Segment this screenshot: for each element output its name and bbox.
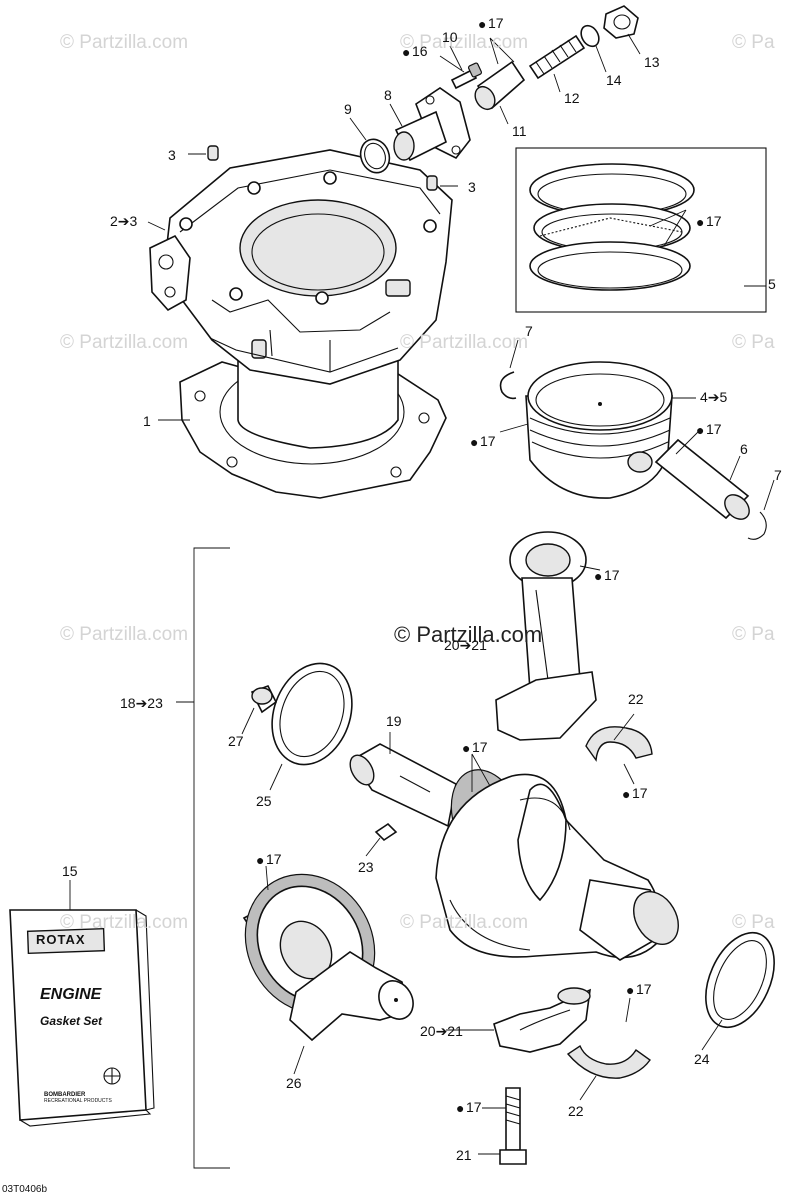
callout-22-a: 22: [628, 691, 644, 707]
tensioner-plug-part: [603, 5, 639, 39]
kit-bracket: [176, 547, 230, 1169]
circlip-left-part: [499, 371, 517, 400]
callout-20-21-a: 20➔21: [444, 637, 487, 653]
watermark: © Pa: [732, 332, 775, 353]
callout-24: 24: [694, 1051, 710, 1067]
piston-pin-part: [654, 438, 750, 520]
gasket-box-brand: ROTAX: [36, 932, 86, 947]
lower-bearing-shell-part: [566, 1044, 651, 1079]
spacer-washer-part: [705, 931, 775, 1029]
callout-7-left: 7: [525, 323, 533, 339]
gasket-box-maker: BOMBARDIER: [44, 1092, 86, 1098]
callout-10: 10: [442, 29, 458, 45]
center-watermark: © Partzilla.com: [394, 622, 543, 647]
oil-drop-icon: ●: [622, 786, 631, 802]
oil-drop-icon: ●: [478, 16, 487, 32]
cylinder-part: [149, 149, 453, 449]
callout-17-f: ●17: [462, 739, 488, 756]
diagram-code: 03T0406b: [2, 1184, 48, 1195]
watermark: © Partzilla.com: [400, 912, 529, 933]
watermark: © Pa: [732, 624, 775, 645]
oil-drop-icon: ●: [470, 434, 479, 450]
oil-drop-icon: ●: [696, 214, 705, 230]
oil-drop-icon: ●: [456, 1100, 465, 1116]
callout-1: 1: [143, 413, 151, 429]
intake-flange-part: [393, 87, 471, 162]
dowel-pin-right-part: [426, 175, 438, 191]
tensioner-spring-part: [528, 34, 586, 80]
watermark: © Partzilla.com: [60, 624, 189, 645]
crankcase-plug-part: [250, 684, 278, 714]
callout-17-e: ●17: [594, 567, 620, 584]
callout-5: 5: [768, 276, 776, 292]
callout-14: 14: [606, 72, 622, 88]
upper-bearing-shell-part: [585, 726, 653, 762]
callout-3-right: 3: [468, 179, 476, 195]
oil-drop-icon: ●: [626, 982, 635, 998]
oil-drop-icon: ●: [256, 852, 265, 868]
callout-18-23: 18➔23: [120, 695, 163, 711]
callout-17-h: ●17: [256, 851, 282, 868]
oil-drop-icon: ●: [462, 740, 471, 756]
rod-cap-part: [493, 987, 591, 1053]
callout-19: 19: [386, 713, 402, 729]
watermark: © Partzilla.com: [60, 332, 189, 353]
callout-2-3: 2➔3: [110, 213, 138, 229]
callout-3-top: 3: [168, 147, 176, 163]
crankshaft-part: [349, 743, 679, 961]
gasket-box-subtitle: Gasket Set: [40, 1014, 103, 1028]
oil-drop-icon: ●: [402, 44, 411, 60]
dowel-pin-top-part: [207, 145, 219, 161]
callout-17-b: ●17: [696, 213, 722, 230]
callout-16: ●16: [402, 43, 428, 60]
watermark: © Pa: [732, 32, 775, 53]
connecting-rod-part: [495, 531, 597, 741]
callout-8: 8: [384, 87, 392, 103]
callout-7-right: 7: [774, 467, 782, 483]
leader-lines: [69, 33, 775, 1155]
callout-22-b: 22: [568, 1103, 584, 1119]
callout-20-21-b: 20➔21: [420, 1023, 463, 1039]
watermark: © Pa: [732, 912, 775, 933]
callout-4-5: 4➔5: [700, 389, 728, 405]
gasket-box-maker-sub: RECREATIONAL PRODUCTS: [44, 1098, 112, 1104]
callout-11: 11: [512, 123, 527, 139]
gasket-set-box: [9, 909, 155, 1127]
piston-ring-box: [515, 147, 767, 313]
callout-26: 26: [286, 1075, 302, 1091]
callout-17-i: ●17: [626, 981, 652, 998]
callout-12: 12: [564, 90, 580, 106]
watermark: © Partzilla.com: [400, 332, 529, 353]
callout-13: 13: [644, 54, 660, 70]
o-ring-part: [359, 138, 391, 174]
callout-21: 21: [456, 1147, 472, 1163]
circlip-right-part: [747, 511, 767, 540]
oil-drop-icon: ●: [594, 568, 603, 584]
sealing-ring-part: [580, 24, 600, 48]
callout-27: 27: [228, 733, 244, 749]
screw-part: [450, 62, 483, 90]
balance-shaft-part: [242, 873, 414, 1042]
callout-6: 6: [740, 441, 748, 457]
woodruff-key-part: [374, 822, 398, 842]
callout-17-j: ●17: [456, 1099, 482, 1116]
watermark: © Partzilla.com: [60, 32, 189, 53]
thrust-washer-part: [271, 662, 353, 766]
callout-23: 23: [358, 859, 374, 875]
callout-17-g: ●17: [622, 785, 648, 802]
sleeve-part: [474, 60, 526, 111]
watermark: © Partzilla.com: [60, 912, 189, 933]
rod-bolt-part: [499, 1087, 527, 1165]
watermark: © Partzilla.com: [400, 32, 529, 53]
callout-17-a: ●17: [478, 15, 504, 32]
callout-9: 9: [344, 101, 352, 117]
gasket-box-title: ENGINE: [40, 986, 102, 1003]
callout-17-c: ●17: [470, 433, 496, 450]
callout-17-d: ●17: [696, 421, 722, 438]
callout-15: 15: [62, 863, 78, 879]
callout-25: 25: [256, 793, 272, 809]
piston-part: [525, 361, 673, 499]
oil-drop-icon: ●: [696, 422, 705, 438]
